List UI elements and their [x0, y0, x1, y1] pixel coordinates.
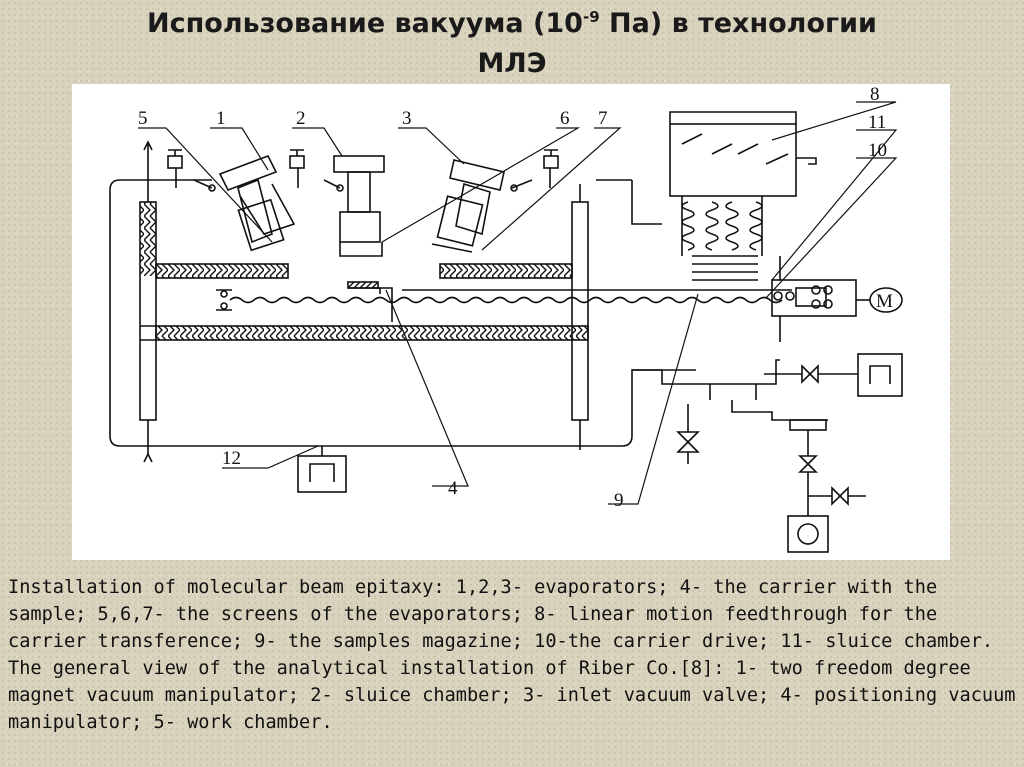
label-4: 4: [448, 478, 458, 499]
feedthrough-8: [669, 111, 817, 281]
leader-lines: [138, 101, 898, 505]
label-11: 11: [868, 112, 886, 133]
title-exponent: -9: [582, 8, 600, 26]
upper-shelf-right: [439, 263, 573, 279]
mbe-schematic: M: [109, 84, 903, 553]
right-pillar: [571, 201, 589, 421]
label-1: 1: [216, 108, 226, 129]
label-2: 2: [296, 108, 306, 129]
work-chamber: [109, 140, 696, 463]
label-9: 9: [614, 490, 624, 511]
caption-paragraph-2: The general view of the analytical insta…: [8, 658, 1016, 733]
shutters: [167, 149, 559, 192]
carrier-drive: M: [771, 256, 903, 342]
evaporator-2: [333, 155, 385, 257]
caption-paragraph-1: Installation of molecular beam epitaxy: …: [8, 577, 994, 652]
valve-left: [676, 404, 700, 464]
label-7: 7: [598, 108, 608, 129]
label-6: 6: [560, 108, 570, 129]
transfer-rod: [216, 281, 792, 322]
gauge-right: [857, 353, 903, 397]
part-labels: 5 1 2 3 6 7 8 11 10 12 4 9: [138, 84, 887, 511]
title-suffix: Па) в технологии: [599, 8, 877, 39]
label-12: 12: [222, 448, 241, 469]
lower-beam: [155, 325, 589, 341]
valve-upper: [801, 364, 819, 384]
valve-side: [831, 486, 849, 506]
upper-shelf-left: [155, 263, 289, 279]
page-title: Использование вакуума (10-9 Па) в технол…: [0, 4, 1024, 84]
motor: [869, 287, 903, 313]
caption: Installation of molecular beam epitaxy: …: [8, 574, 1018, 736]
label-3: 3: [402, 108, 412, 129]
label-5: 5: [138, 108, 148, 129]
pumping-system: [297, 353, 903, 553]
pump-bottom: [787, 515, 829, 553]
evaporator-1: [218, 154, 296, 252]
motor-label: M: [876, 291, 893, 312]
valve-lower: [798, 455, 818, 473]
label-8: 8: [870, 84, 880, 105]
gauge-bottom: [297, 455, 347, 493]
title-line2: МЛЭ: [477, 48, 547, 79]
label-10: 10: [868, 140, 887, 161]
evaporator-3: [431, 159, 505, 253]
diagram-panel: M: [72, 84, 950, 560]
title-prefix: Использование вакуума (10: [147, 8, 583, 39]
